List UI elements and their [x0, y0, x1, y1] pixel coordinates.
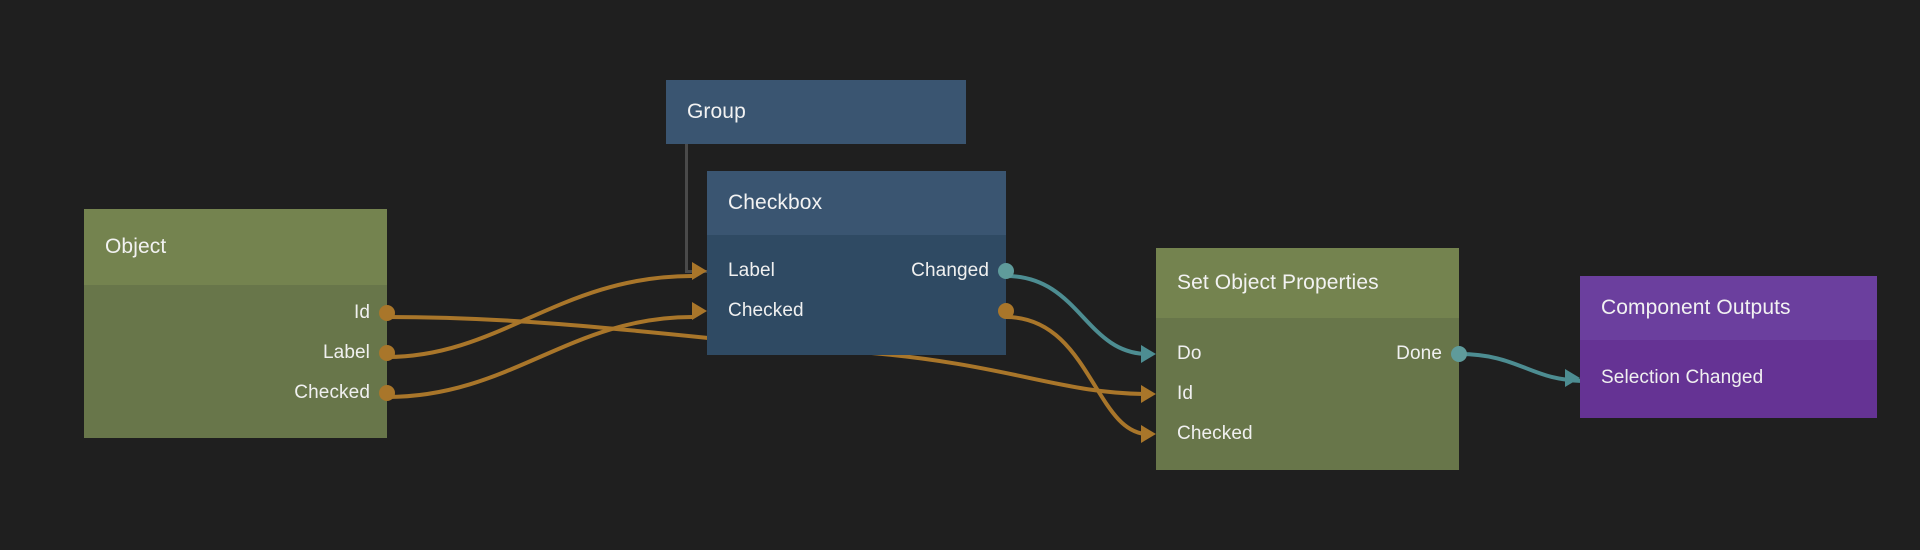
port-object-out-label[interactable]: Label [84, 333, 395, 373]
port-object-out-checked[interactable]: Checked [84, 373, 395, 413]
port-dot-id[interactable] [379, 305, 395, 321]
port-row-checkbox-label[interactable]: Label Changed [692, 251, 1014, 291]
port-label-checkbox-label-in: Label [728, 260, 775, 281]
port-arrow-checkbox-label-in[interactable] [692, 262, 707, 280]
port-row-sop-id[interactable]: Id [1141, 374, 1459, 414]
port-label-checkbox-checked-in: Checked [728, 300, 804, 321]
node-set-object-properties[interactable]: Set Object Properties Do Done Id Checked [1141, 248, 1467, 470]
node-checkbox-title: Checkbox [728, 191, 823, 214]
port-arrow-checkbox-checked-in[interactable] [692, 302, 707, 320]
port-dot-checked[interactable] [379, 385, 395, 401]
port-arrow-sop-id-in[interactable] [1141, 385, 1156, 403]
node-component-outputs-header[interactable]: Component Outputs [1580, 276, 1877, 340]
node-checkbox-header[interactable]: Checkbox [707, 171, 1006, 235]
port-row-checkbox-checked[interactable]: Checked [692, 291, 1014, 331]
node-group-header[interactable]: Group [666, 80, 966, 144]
node-group[interactable]: Group [666, 80, 966, 144]
node-object-header[interactable]: Object [84, 209, 387, 285]
node-group-title: Group [687, 100, 746, 123]
port-dot-sop-done[interactable] [1451, 346, 1467, 362]
node-set-object-properties-header[interactable]: Set Object Properties [1156, 248, 1459, 318]
port-label-id: Id [353, 302, 370, 323]
node-object-body: Id Label Checked [84, 285, 395, 438]
port-label-checked: Checked [294, 382, 370, 403]
node-set-object-properties-body: Do Done Id Checked [1141, 318, 1467, 470]
node-checkbox[interactable]: Checkbox Label Changed Checked [692, 171, 1014, 355]
wire-checkbox-checked-to-setobject-checked [1005, 315, 1149, 436]
wire-object-checked-to-checkbox-checked [386, 315, 693, 399]
node-component-outputs-body: Selection Changed [1565, 340, 1877, 418]
port-row-sop-do[interactable]: Do Done [1141, 334, 1467, 374]
port-arrow-selection-changed-in[interactable] [1565, 369, 1580, 387]
port-label-selection-changed: Selection Changed [1601, 367, 1764, 388]
port-row-sop-checked[interactable]: Checked [1141, 414, 1459, 454]
port-label-sop-checked: Checked [1177, 423, 1253, 444]
port-arrow-sop-do-in[interactable] [1141, 345, 1156, 363]
node-checkbox-body: Label Changed Checked [692, 235, 1014, 355]
port-label-sop-id: Id [1177, 383, 1194, 404]
port-dot-checkbox-checked-out[interactable] [998, 303, 1014, 319]
node-component-outputs-title: Component Outputs [1601, 296, 1791, 319]
port-label-sop-do: Do [1177, 343, 1202, 364]
node-component-outputs[interactable]: Component Outputs Selection Changed [1565, 276, 1877, 418]
port-label-checkbox-changed-out: Changed [911, 260, 989, 281]
wire-object-label-to-checkbox-label [386, 274, 693, 359]
node-object[interactable]: Object Id Label Checked [84, 209, 395, 438]
wire-checkbox-changed-to-setobject-do [1005, 274, 1149, 356]
node-set-object-properties-title: Set Object Properties [1177, 271, 1379, 294]
port-arrow-sop-checked-in[interactable] [1141, 425, 1156, 443]
port-dot-label[interactable] [379, 345, 395, 361]
port-row-component-selection-changed[interactable]: Selection Changed [1565, 358, 1877, 398]
port-label-label: Label [323, 342, 370, 363]
port-object-out-id[interactable]: Id [84, 293, 395, 333]
node-object-title: Object [105, 235, 167, 258]
port-label-sop-done: Done [1396, 343, 1442, 364]
port-dot-checkbox-changed[interactable] [998, 263, 1014, 279]
